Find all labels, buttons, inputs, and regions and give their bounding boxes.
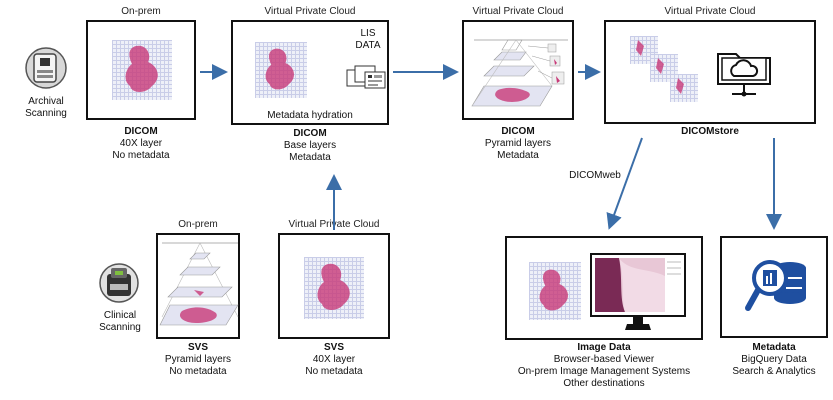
- tissue-tiles-icon: [636, 40, 684, 94]
- pyramid-layers-icon: [471, 39, 568, 107]
- tissue-tile-3: [670, 74, 698, 102]
- cloud-folder-icon: [717, 53, 771, 97]
- lis-forms-icon: [346, 65, 386, 89]
- dicom-base-caption: DICOM Base layers Metadata: [283, 128, 337, 163]
- tissue-sample-icon: [125, 45, 158, 92]
- metadata-box: [720, 236, 828, 338]
- dicom-40x-box: [86, 20, 196, 120]
- header-vpc-1: Virtual Private Cloud: [264, 6, 356, 17]
- metadata-hydration-label: Metadata hydration: [267, 110, 353, 121]
- tissue-sample-icon: [317, 263, 350, 310]
- pyramid-layers-icon: [159, 242, 239, 326]
- svs-pyramid-caption: SVS Pyramid layers No metadata: [164, 342, 232, 377]
- dicomstore-box: [604, 20, 816, 124]
- lis-data-label: LIS DATA: [355, 28, 381, 51]
- arrow-store-to-imagedata: [606, 137, 643, 230]
- archival-scanner-icon: [24, 46, 68, 90]
- bigquery-database-icon: [745, 260, 806, 311]
- dicom-pyramid-caption: DICOM Pyramid layers Metadata: [484, 126, 552, 161]
- metadata-caption: Metadata BigQuery Data Search & Analytic…: [732, 342, 816, 377]
- svs-40x-caption: SVS 40X layer No metadata: [305, 342, 363, 377]
- header-vpc-2: Virtual Private Cloud: [472, 6, 564, 17]
- archival-scanning-label: Archival Scanning: [25, 96, 67, 119]
- dicom-pyramid-box: [462, 20, 574, 120]
- dicomweb-label: DICOMweb: [569, 170, 621, 181]
- header-onprem-top: On-prem: [121, 6, 161, 17]
- tissue-sample-icon: [539, 269, 569, 311]
- image-data-caption: Image Data Browser-based Viewer On-prem …: [517, 342, 691, 389]
- dicomstore-caption: DICOMstore: [681, 126, 739, 137]
- clinical-scanner-icon: [98, 262, 140, 304]
- viewer-monitor-icon: [590, 253, 686, 330]
- header-onprem-bottom: On-prem: [178, 219, 218, 230]
- image-data-box: [505, 236, 703, 340]
- svs-40x-box: [278, 233, 390, 339]
- header-vpc-3: Virtual Private Cloud: [664, 6, 756, 17]
- dicom-base-box: LIS DATA Metadata hydration: [231, 20, 389, 125]
- tissue-sample-icon: [265, 48, 295, 90]
- svs-pyramid-box: [156, 233, 240, 339]
- dicom-40x-caption: DICOM 40X layer No metadata: [112, 126, 170, 161]
- clinical-scanning-label: Clinical Scanning: [99, 310, 141, 333]
